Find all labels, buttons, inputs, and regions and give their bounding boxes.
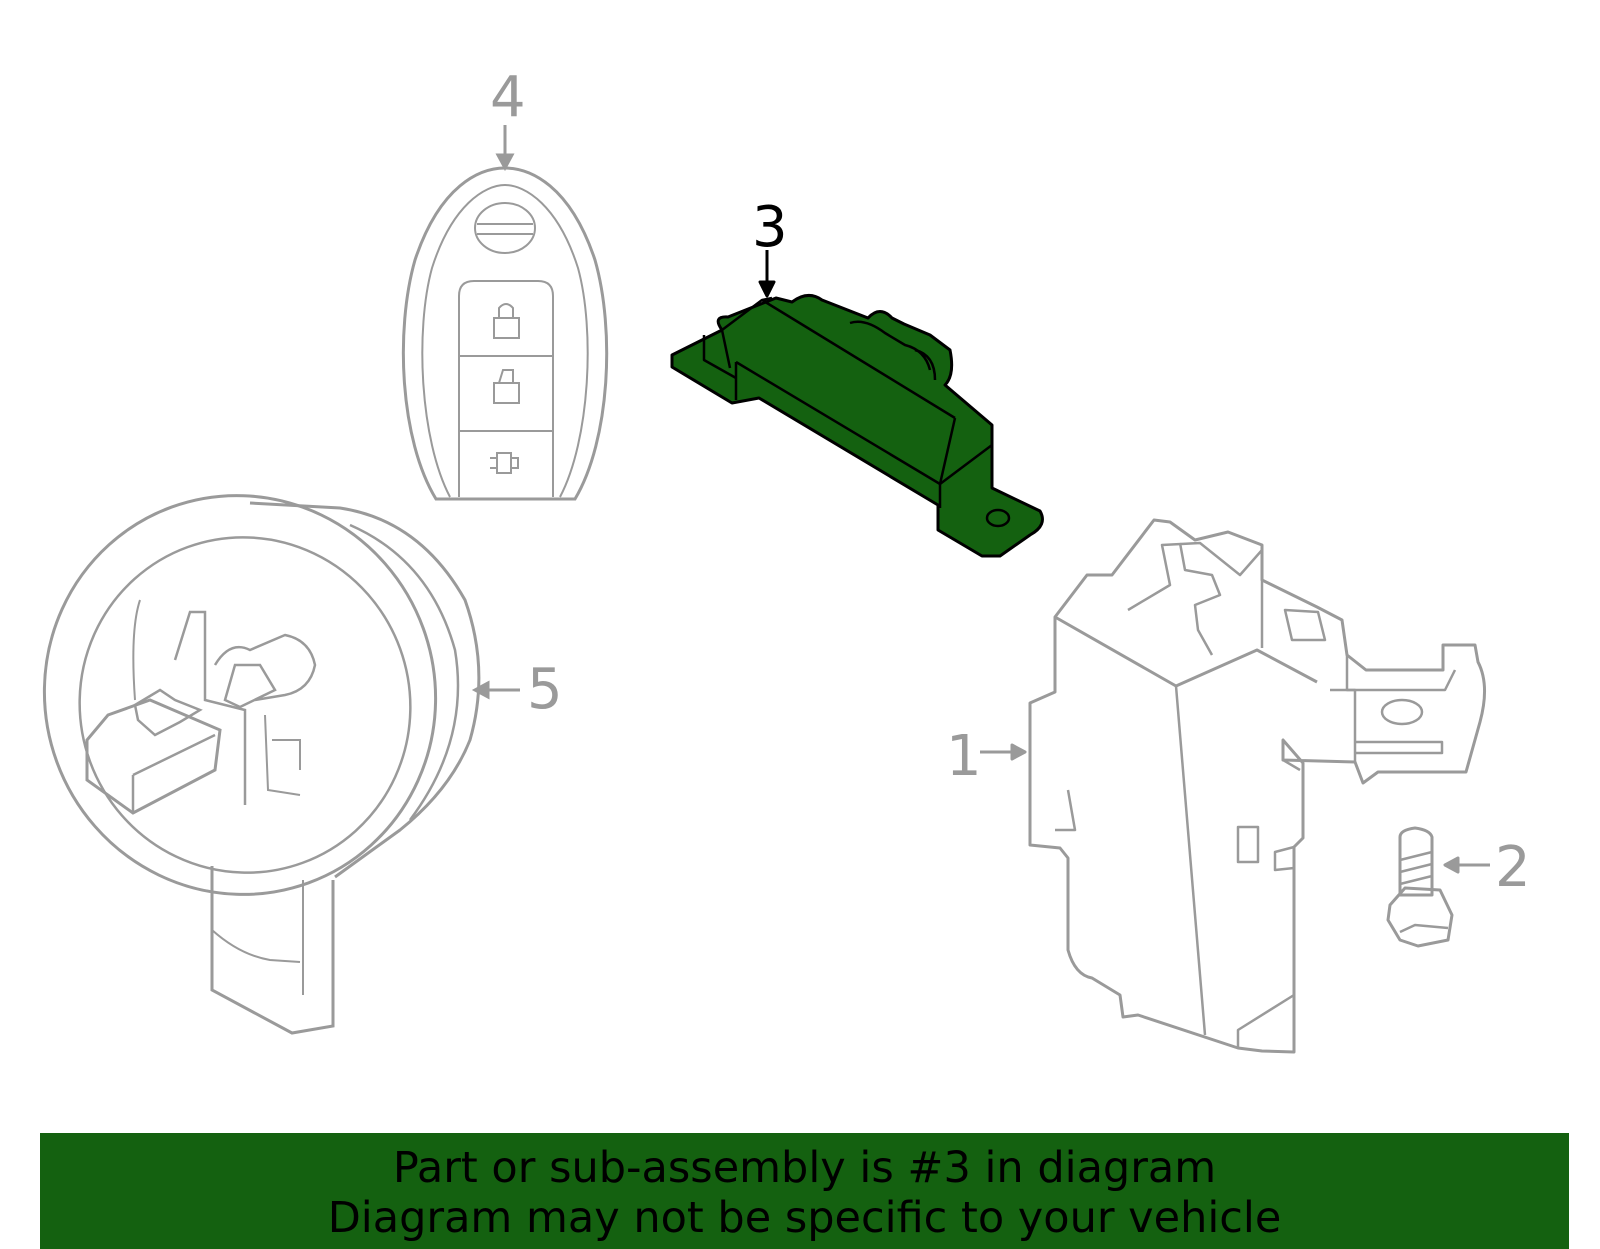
callout-4: 4 (490, 65, 526, 130)
lock-icon (493, 303, 520, 339)
info-banner: Part or sub-assembly is #3 in diagram Di… (40, 1133, 1569, 1249)
part-5-horn (42, 494, 520, 1035)
banner-line-1: Part or sub-assembly is #3 in diagram (392, 1143, 1217, 1193)
callout-2: 2 (1495, 835, 1531, 900)
part-4-key-fob (401, 125, 609, 501)
part-2-bolt (1386, 826, 1490, 948)
part-1-control-module (980, 518, 1486, 1054)
callout-5: 5 (527, 657, 563, 722)
part-3-antenna (670, 250, 1044, 558)
callout-3: 3 (752, 195, 788, 260)
unlock-icon (493, 369, 520, 404)
trunk-icon (490, 452, 519, 474)
callout-1: 1 (946, 724, 982, 789)
banner-line-2: Diagram may not be specific to your vehi… (327, 1193, 1282, 1243)
